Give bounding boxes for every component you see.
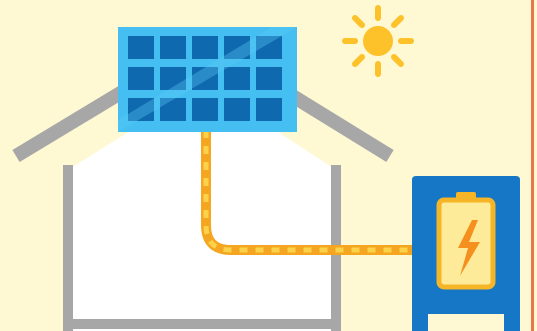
solar-panel-icon [118,27,297,132]
frame-line [531,0,534,331]
home-battery-icon [412,176,520,331]
sun-icon [345,8,411,74]
